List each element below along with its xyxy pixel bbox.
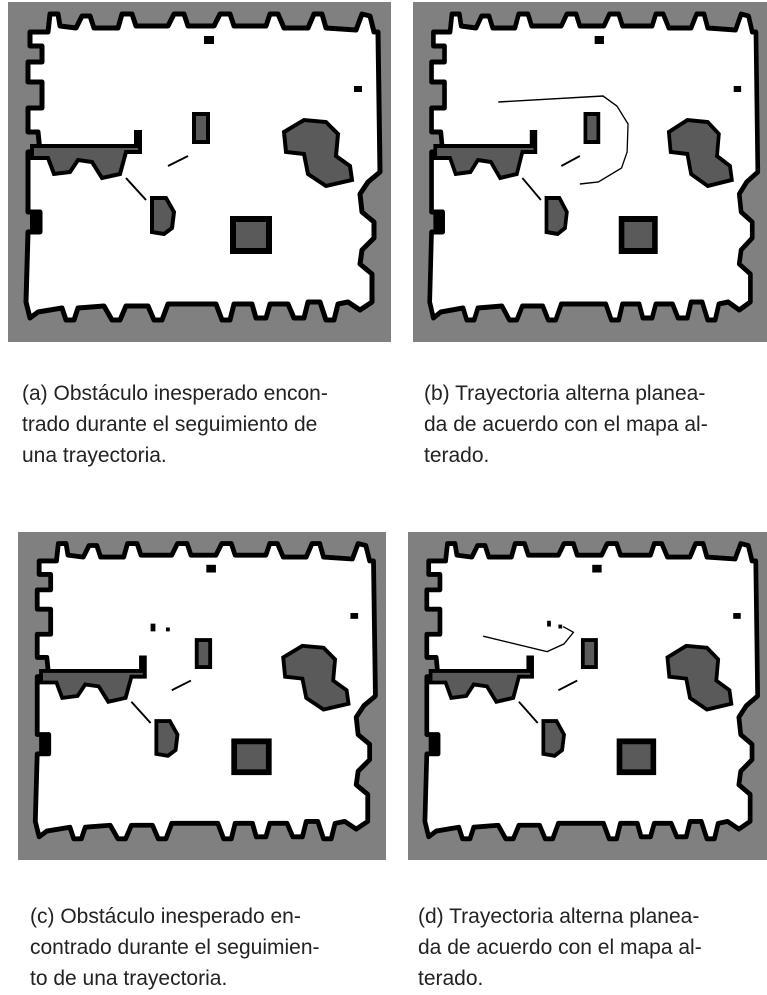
- alternate-trajectory-b: [498, 95, 629, 185]
- right-fixture: [733, 86, 742, 92]
- pillar-3: [236, 222, 266, 248]
- right-fixture: [350, 613, 359, 619]
- room-wall-left: [39, 655, 147, 704]
- door-notch: [39, 734, 51, 754]
- caption-c-line-1: (c) Obstáculo inesperado en-: [30, 905, 301, 928]
- door-notch: [428, 734, 440, 754]
- top-fixture: [206, 564, 216, 573]
- caption-d-line-2: da de acuerdo con el mapa al-: [418, 936, 702, 959]
- door-notch: [30, 212, 42, 232]
- scan-line-1: [518, 701, 539, 724]
- scan-line-2: [167, 155, 189, 167]
- right-fixture: [733, 613, 741, 619]
- caption-a-line-2: trado durante el seguimiento de: [22, 413, 318, 436]
- door-notch: [433, 212, 445, 232]
- room-wall-left: [30, 130, 142, 181]
- new-obstacle-c: [150, 623, 170, 632]
- scan-line-1: [521, 177, 542, 201]
- caption-d-line-3: terado.: [418, 967, 484, 990]
- scan-line-2: [560, 155, 581, 167]
- room-wall-right: [281, 117, 355, 189]
- pillar-3: [237, 744, 266, 770]
- pillar-1: [584, 641, 595, 666]
- obstacle-d-shape: [150, 196, 177, 237]
- room-wall-right: [666, 117, 734, 189]
- pillar-3: [624, 222, 653, 248]
- top-fixture: [204, 36, 214, 44]
- room-wall-left: [433, 130, 538, 181]
- caption-a: (a) Obstáculo inesperado encon- trado du…: [22, 378, 374, 471]
- caption-b-line-2: da de acuerdo con el mapa al-: [424, 413, 708, 436]
- scan-line-2: [171, 679, 192, 692]
- obstacle-d-shape: [154, 719, 180, 758]
- occupancy-map-b: [413, 2, 767, 342]
- room-wall-right: [281, 643, 351, 712]
- occupancy-map-a: [8, 2, 391, 342]
- pillar-3: [622, 744, 651, 770]
- caption-c-line-3: to de una trayectoria.: [30, 967, 228, 990]
- occupancy-map-c: [18, 532, 386, 860]
- new-obstacle-d: [547, 620, 563, 629]
- caption-a-line-1: (a) Obstáculo inesperado encon-: [22, 382, 328, 405]
- room-wall-left: [428, 655, 534, 704]
- scan-line-1: [130, 701, 152, 724]
- caption-b: (b) Trayectoria alterna planea- da de ac…: [424, 378, 760, 471]
- pillar-1: [196, 116, 206, 140]
- alternate-trajectory-d: [483, 625, 575, 653]
- scan-line-1: [125, 177, 147, 201]
- scan-line-2: [557, 679, 578, 692]
- caption-d-line-1: (d) Trayectoria alterna planea-: [418, 905, 700, 928]
- top-fixture: [594, 36, 604, 44]
- caption-a-line-3: una trayectoria.: [22, 444, 167, 467]
- caption-b-line-3: terado.: [424, 444, 490, 467]
- pillar-1: [198, 641, 209, 666]
- room-wall-right: [665, 643, 734, 712]
- top-fixture: [592, 564, 602, 573]
- obstacle-d-shape: [541, 719, 566, 758]
- caption-c: (c) Obstáculo inesperado en- contrado du…: [30, 901, 370, 994]
- pillar-1: [587, 116, 597, 140]
- obstacle-d-shape: [544, 196, 569, 237]
- caption-d: (d) Trayectoria alterna planea- da de ac…: [418, 901, 748, 994]
- caption-c-line-2: contrado durante el seguimien-: [30, 936, 320, 959]
- caption-b-line-1: (b) Trayectoria alterna planea-: [424, 382, 706, 405]
- right-fixture: [354, 86, 362, 92]
- occupancy-map-d: [408, 532, 767, 860]
